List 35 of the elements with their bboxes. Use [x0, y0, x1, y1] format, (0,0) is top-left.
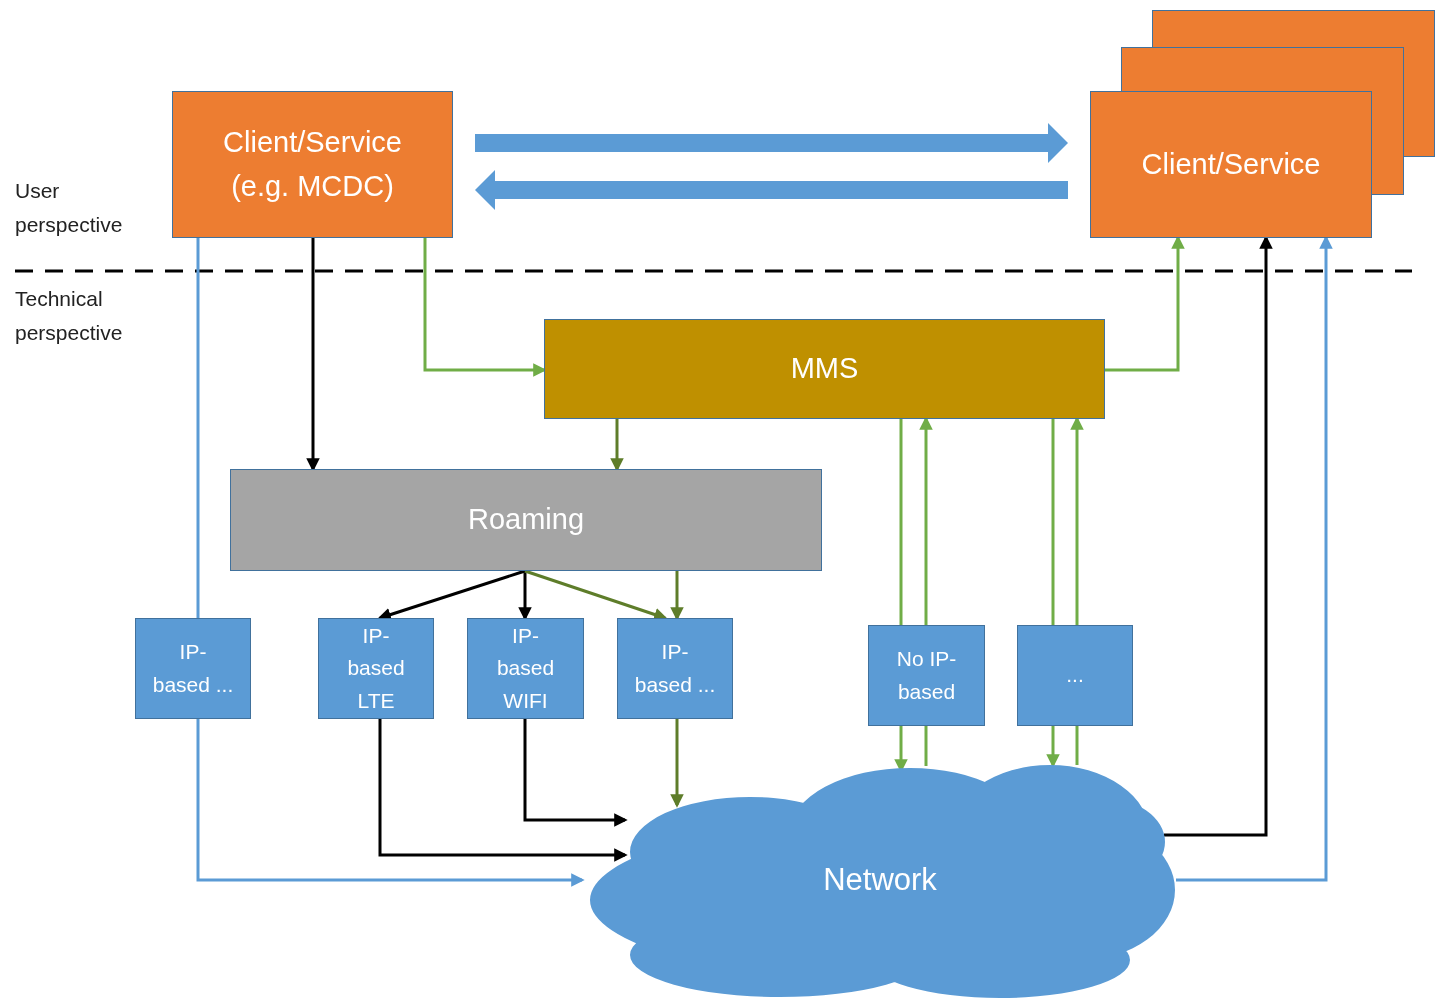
connector-line: [1051, 419, 1055, 625]
network-type-box: [617, 618, 733, 719]
process-box: [230, 469, 822, 571]
arrow: [523, 719, 628, 827]
service-box: [172, 91, 453, 238]
connector-line: [196, 238, 200, 618]
network-type-box: [318, 618, 434, 719]
perspective-label: Technical perspective: [15, 286, 124, 346]
arrow: [670, 719, 684, 808]
box-label: IP- based ...: [634, 638, 716, 698]
network-type-box: [135, 618, 251, 719]
arrow: [475, 123, 1068, 163]
box-label: No IP- based: [895, 645, 958, 705]
box-label: ...: [1066, 662, 1084, 689]
network-type-box: [1017, 625, 1133, 726]
box-label: MMS: [790, 351, 859, 387]
arrow: [196, 719, 585, 887]
network-type-box: [868, 625, 985, 726]
connector-line: [924, 726, 928, 766]
network-type-box: [467, 618, 584, 719]
arrow: [475, 170, 1068, 210]
arrow: [378, 719, 628, 862]
perspective-label: User perspective: [15, 178, 124, 238]
box-label: Client/Service (e.g. MCDC): [222, 125, 403, 204]
connector-line: [899, 419, 903, 625]
box-label: IP- based WIFI: [495, 622, 556, 714]
connector-line: [1075, 726, 1079, 765]
box-label: Network: [823, 860, 937, 899]
box-label: Roaming: [467, 502, 585, 538]
process-box: [544, 319, 1105, 419]
arrow: [1046, 726, 1060, 768]
stacked-service-boxes: [1090, 10, 1435, 238]
box-label: Client/Service: [1141, 146, 1321, 182]
box-label: IP- based LTE: [346, 622, 406, 714]
box-label: IP- based ...: [152, 638, 234, 698]
